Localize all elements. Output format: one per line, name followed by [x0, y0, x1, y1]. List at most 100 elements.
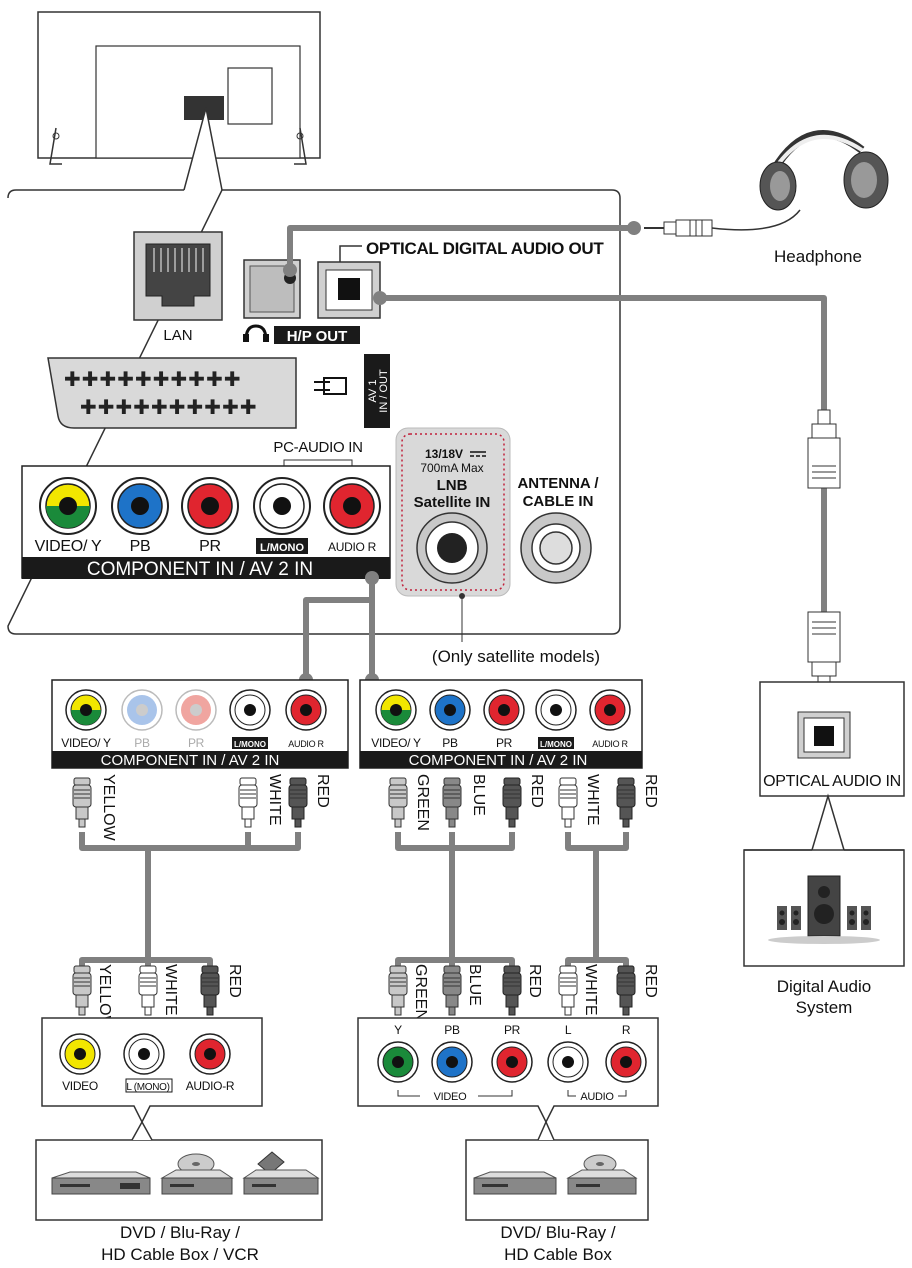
mini-right-jack-video — [375, 689, 417, 731]
tv-jack-pb — [111, 477, 169, 535]
plug-top-blue — [442, 777, 462, 828]
plug-top-red-3 — [616, 777, 636, 828]
plug-bottom-white-2 — [558, 965, 578, 1016]
label-yellow-bottom: YELLOW — [96, 964, 113, 1032]
tv-jack-video-y — [39, 477, 97, 535]
mini-left-bar-label: COMPONENT IN / AV 2 IN — [101, 752, 280, 769]
tv-illustration — [37, 11, 321, 165]
hp-out-badge — [274, 326, 360, 344]
device-left-lmono-badge — [125, 1078, 173, 1093]
mini-right-label-pb: PB — [442, 736, 458, 750]
component-bar-label: COMPONENT IN / AV 2 IN — [87, 559, 313, 580]
mini-left-label-lmono: L/MONO — [234, 740, 266, 749]
mini-right-lmono-badge — [538, 737, 574, 749]
pc-audio-in-label: PC-AUDIO IN — [273, 439, 362, 456]
mini-left-bar — [52, 751, 348, 768]
audio-group-bracket — [567, 1090, 627, 1097]
mini-left-jack-pr-faded — [175, 689, 217, 731]
audio-system-callout — [811, 793, 845, 851]
optical-out-label: OPTICAL DIGITAL AUDIO OUT — [366, 239, 604, 258]
device-left-jack-video — [59, 1033, 101, 1075]
mini-right-jack-audio-r — [589, 689, 631, 731]
plug-bottom-yellow — [72, 965, 92, 1016]
digital-audio-label-2: System — [796, 998, 853, 1017]
label-blue-bottom: BLUE — [466, 964, 483, 1006]
device-right-jack-r — [605, 1041, 647, 1083]
dvd-player-icon-2 — [473, 1171, 557, 1195]
plug-bottom-white — [138, 965, 158, 1016]
cable-dot-headphone — [627, 221, 641, 235]
plug-top-white — [238, 777, 258, 828]
digital-audio-label-1: Digital Audio — [777, 977, 872, 996]
satellite-note-dot — [459, 593, 465, 599]
mini-left-jack-video — [65, 689, 107, 731]
dc-symbol-icon — [470, 451, 486, 457]
headphone-glyph-icon — [243, 324, 269, 342]
label-red-bottom: RED — [226, 964, 243, 998]
device-right-jack-l — [547, 1041, 589, 1083]
device-left-caption-2: HD Cable Box / VCR — [101, 1245, 259, 1264]
tv-jack-label-pr: PR — [199, 538, 221, 555]
label-white-top-2: WHITE — [584, 774, 601, 826]
mini-right-label-video: VIDEO/ Y — [371, 736, 421, 750]
bluray-player-icon — [160, 1153, 234, 1195]
label-green-bottom: GREEN — [412, 964, 429, 1021]
av1-inout-label: IN / OUT — [378, 369, 390, 413]
mini-left-jack-lmono — [229, 689, 271, 731]
av1-badge — [364, 354, 390, 428]
label-red-top-2: RED — [528, 774, 545, 808]
mini-left-label-pr: PR — [188, 736, 205, 750]
tv-lmono-badge — [256, 538, 308, 554]
speaker-system-icon — [768, 875, 880, 944]
optical-plug-top — [807, 409, 841, 489]
tv-jack-l-mono — [253, 477, 311, 535]
lnb-volt: 13/18V — [425, 447, 463, 461]
vcr-icon — [242, 1151, 320, 1195]
plug-top-red — [288, 777, 308, 828]
device-right-label-pb: PB — [444, 1023, 460, 1037]
headphone-plug-icon — [644, 209, 801, 237]
label-green-top: GREEN — [414, 774, 431, 831]
lnb-title: LNB — [437, 477, 468, 494]
mini-right-label-lmono: L/MONO — [540, 740, 572, 749]
label-red-bottom-3: RED — [642, 964, 659, 998]
lnb-connector — [416, 512, 488, 584]
device-left-label-video: VIDEO — [62, 1079, 98, 1093]
mini-right-jack-lmono — [535, 689, 577, 731]
tv-jack-label-pb: PB — [130, 538, 151, 555]
mini-right-bar-label: COMPONENT IN / AV 2 IN — [409, 752, 588, 769]
bluray-player-icon-2 — [566, 1154, 638, 1195]
plug-bottom-red-2 — [502, 965, 522, 1016]
plug-bottom-red — [200, 965, 220, 1016]
cable-dot-hp — [283, 263, 297, 277]
mini-right-jack-pb — [429, 689, 471, 731]
plug-top-white-2 — [558, 777, 578, 828]
audio-group-label: AUDIO — [580, 1091, 614, 1103]
pc-audio-bracket — [283, 459, 353, 470]
optical-audio-in-label: OPTICAL AUDIO IN — [763, 773, 901, 790]
device-left-label-audio-r: AUDIO-R — [186, 1079, 235, 1093]
tv-jack-pr — [181, 477, 239, 535]
optical-plug-bottom — [807, 611, 841, 691]
device-left-jack-audio-r — [189, 1033, 231, 1075]
lan-port — [133, 231, 223, 321]
mini-left-label-audio-r: AUDIO R — [288, 739, 324, 749]
label-white-top: WHITE — [266, 774, 283, 826]
svg-text:✚✚✚✚✚✚✚✚✚✚: ✚✚✚✚✚✚✚✚✚✚ — [64, 367, 242, 391]
antenna-connector — [520, 512, 592, 584]
optical-leader-line — [339, 245, 362, 262]
mini-left-label-pb: PB — [134, 736, 150, 750]
device-right-caption-1: DVD/ Blu-Ray / — [500, 1223, 616, 1242]
label-red-bottom-2: RED — [526, 964, 543, 998]
label-white-bottom-2: WHITE — [582, 964, 599, 1016]
optical-out-port — [317, 261, 381, 319]
plug-bottom-green — [388, 965, 408, 1016]
device-right-label-r: R — [622, 1023, 631, 1037]
av1-label: AV 1 — [367, 379, 379, 402]
video-group-label: VIDEO — [434, 1091, 467, 1103]
device-right-jack-y — [377, 1041, 419, 1083]
mini-left-jack-audio-r — [285, 689, 327, 731]
plug-top-green — [388, 777, 408, 828]
device-right-jack-pr — [491, 1041, 533, 1083]
